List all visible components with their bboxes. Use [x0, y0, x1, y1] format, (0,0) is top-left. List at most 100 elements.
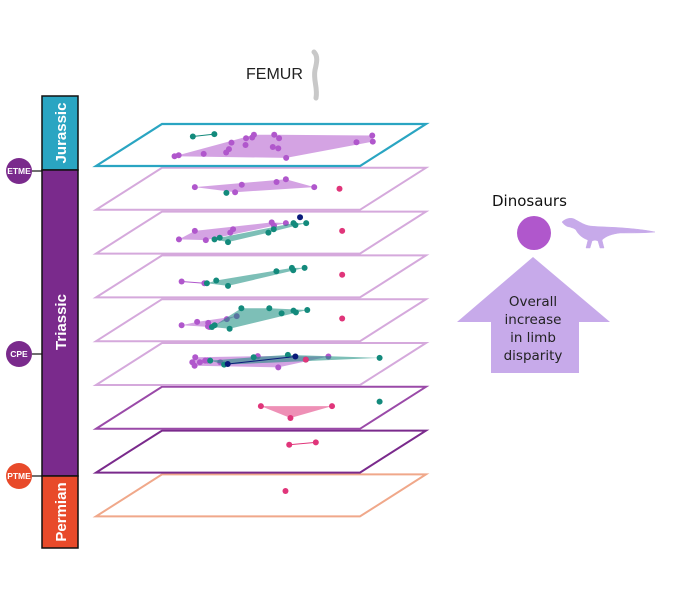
period-label-triassic: Triassic: [53, 294, 70, 350]
taxon-point: [189, 133, 196, 140]
taxon-point: [282, 487, 289, 494]
geologic-timescale: Jurassic Triassic Permian ETME CPE PTME: [6, 95, 79, 549]
taxon-point: [178, 278, 185, 285]
taxon-point: [232, 189, 239, 196]
event-label-cpe: CPE: [10, 349, 28, 359]
taxon-point: [273, 179, 280, 185]
taxon-point: [216, 234, 223, 241]
taxon-point: [200, 150, 207, 157]
taxon-point: [303, 220, 310, 227]
taxon-point: [226, 325, 233, 332]
taxon-point: [273, 268, 280, 275]
taxon-point: [292, 222, 299, 229]
taxon-point: [283, 154, 290, 161]
convex-hull: [260, 406, 333, 418]
arrow-caption-line: Overall: [508, 294, 558, 310]
taxon-point: [250, 354, 257, 361]
taxon-point: [271, 131, 278, 138]
taxon-point: [376, 398, 383, 405]
taxon-point: [223, 149, 230, 156]
taxon-point: [269, 144, 276, 151]
taxon-point: [191, 227, 198, 234]
taxon-point: [292, 309, 299, 316]
taxon-point: [196, 359, 203, 366]
taxon-point: [301, 264, 308, 271]
taxon-point: [238, 181, 245, 188]
convex-hull: [194, 179, 315, 193]
taxon-point: [225, 239, 232, 246]
taxon-point: [228, 139, 235, 146]
taxon-point: [369, 132, 376, 139]
convex-hull: [214, 223, 307, 243]
taxon-point: [312, 439, 319, 446]
event-marker-cpe: [6, 341, 32, 367]
slice-plane: [92, 473, 430, 518]
taxon-point: [175, 236, 182, 243]
increase-arrow: [457, 257, 610, 373]
time-slice-permian: [92, 473, 430, 518]
dinosaur-legend: [457, 216, 656, 373]
taxon-point: [203, 280, 210, 287]
taxon-point: [339, 315, 346, 322]
time-slice-triassic: [92, 210, 430, 255]
taxon-point: [211, 131, 218, 138]
connector-line: [192, 133, 215, 137]
time-slice-triassic: [92, 254, 430, 299]
event-label-ptme: PTME: [7, 471, 31, 481]
taxon-point: [178, 322, 185, 329]
slice-plane: [92, 385, 430, 430]
slice-plane: [92, 254, 430, 299]
taxon-point: [353, 139, 360, 146]
slice-plane: [92, 342, 430, 386]
connector-line: [289, 441, 316, 446]
taxon-point: [304, 307, 311, 313]
taxon-point: [191, 184, 198, 191]
taxon-point: [282, 176, 289, 183]
convex-hull: [206, 267, 305, 286]
taxon-point: [287, 415, 294, 421]
slice-plane: [92, 298, 430, 343]
taxon-point: [311, 184, 318, 191]
taxon-point: [302, 356, 309, 363]
time-slice-jurassic: [92, 122, 430, 168]
taxon-point: [202, 237, 209, 244]
taxon-point: [339, 227, 346, 234]
dinosaur-marker: [517, 216, 551, 250]
taxon-point: [376, 354, 383, 361]
connector-line: [181, 281, 205, 284]
period-triassic: [41, 169, 79, 477]
time-slice-triassic: [92, 342, 430, 386]
femur-label: FEMUR: [246, 66, 303, 83]
event-marker-etme: [6, 158, 32, 184]
event-label-etme: ETME: [7, 166, 31, 176]
taxon-point: [223, 189, 230, 196]
slice-plane: [92, 122, 430, 168]
taxon-point: [211, 236, 218, 243]
period-label-jurassic: Jurassic: [53, 103, 70, 164]
taxon-point: [243, 135, 250, 142]
taxon-point: [329, 403, 336, 410]
arrow-caption: Overall increase in limb disparity: [500, 293, 566, 365]
taxon-point: [250, 131, 257, 138]
period-permian: [41, 475, 79, 549]
taxon-point: [286, 441, 293, 448]
period-label-permian: Permian: [53, 482, 70, 541]
taxon-point: [284, 351, 291, 358]
arrow-caption-line: disparity: [503, 348, 563, 364]
taxon-point: [290, 267, 297, 274]
connector-line: [227, 356, 296, 365]
arrow-caption-line: in limb: [510, 330, 556, 346]
taxon-point: [225, 282, 232, 289]
taxon-point: [265, 229, 272, 236]
taxon-point: [207, 357, 214, 364]
taxon-point: [292, 353, 299, 360]
slice-plane: [92, 210, 430, 255]
dinosaurs-label: Dinosaurs: [492, 192, 567, 210]
taxon-point: [227, 229, 234, 236]
taxon-point: [194, 318, 201, 325]
taxon-point: [238, 305, 245, 312]
time-slices: [92, 122, 430, 518]
femur-bone-icon: [311, 49, 320, 101]
taxon-point: [192, 354, 199, 361]
